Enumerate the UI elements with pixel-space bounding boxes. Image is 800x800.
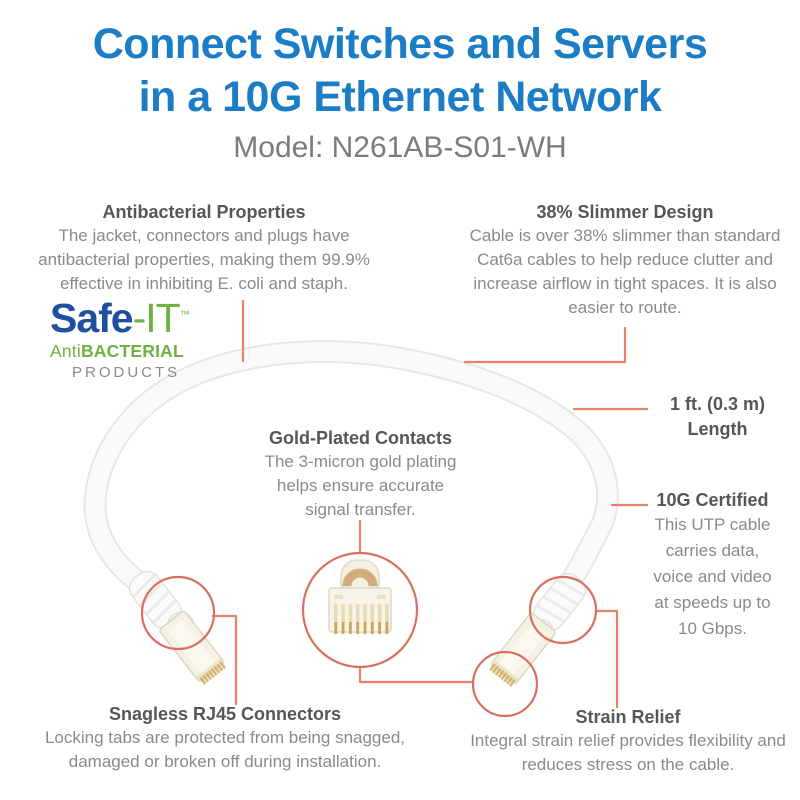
title-line-1: Connect Switches and Servers: [92, 20, 708, 68]
products-wordmark: PRODUCTS: [72, 363, 181, 381]
safe-it-logo: Safe-IT™ AntiBACTERIAL PRODUCTS: [50, 298, 230, 380]
title-line-2: in a 10G Ethernet Network: [138, 73, 662, 121]
latch-band: [342, 568, 378, 587]
callout-antibacterial: Antibacterial Properties The jacket, con…: [20, 200, 388, 296]
gold-pins-right: [489, 663, 516, 687]
callout-body: Locking tabs are protected from being sn…: [44, 728, 406, 771]
callout-title: 1 ft. (0.3 m) Length: [645, 392, 790, 442]
callout-body: Integral strain relief provides flexibil…: [470, 731, 786, 774]
trademark-symbol: ™: [179, 309, 190, 321]
highlight-circle-pins: [471, 650, 539, 718]
cable-loop: [83, 340, 619, 602]
rj45-contacts-inset: [303, 553, 417, 667]
callout-title: Strain Relief: [575, 707, 681, 727]
callout-title: Gold-Plated Contacts: [268, 428, 452, 448]
safe-it-wordmark: Safe-IT™: [50, 295, 190, 341]
gold-pins-front: [334, 604, 389, 634]
callout-body: This UTP cable carries data, voice and v…: [653, 515, 772, 638]
header: Connect Switches and Servers in a 10G Et…: [0, 18, 800, 165]
leader-snagless: [211, 614, 238, 706]
gold-pins-left: [199, 661, 227, 685]
callout-slimmer-design: 38% Slimmer Design Cable is over 38% sli…: [469, 200, 781, 320]
callout-title: Snagless RJ45 Connectors: [108, 704, 342, 724]
callout-title: 10G Certified: [656, 490, 769, 510]
highlight-circle-strain: [528, 575, 598, 645]
leader-strain: [594, 609, 619, 709]
callout-body: Cable is over 38% slimmer than standard …: [469, 226, 781, 317]
callout-gold-contacts: Gold-Plated Contacts The 3-micron gold p…: [253, 426, 468, 522]
page-title: Connect Switches and Servers in a 10G Et…: [0, 18, 800, 124]
callout-title: 38% Slimmer Design: [536, 202, 714, 222]
highlight-circle-snagless: [140, 575, 216, 651]
leader-gold-inset: [358, 666, 475, 684]
callout-length: 1 ft. (0.3 m) Length: [645, 392, 790, 442]
callout-10g-certified: 10G Certified This UTP cable carries dat…: [645, 488, 780, 642]
highlight-circle-contacts: [301, 551, 419, 669]
callout-strain-relief: Strain Relief Integral strain relief pro…: [452, 705, 800, 777]
callout-body: The jacket, connectors and plugs have an…: [38, 226, 370, 293]
callout-snagless: Snagless RJ45 Connectors Locking tabs ar…: [30, 702, 420, 774]
length-label: Length: [687, 419, 748, 439]
callout-body: The 3-micron gold plating helps ensure a…: [264, 452, 457, 519]
callout-title: Antibacterial Properties: [102, 202, 306, 222]
leader-slimmer: [463, 326, 627, 364]
length-value: 1 ft. (0.3 m): [669, 394, 766, 414]
model-number: Model: N261AB-S01-WH: [233, 131, 567, 164]
antibacterial-wordmark: AntiBACTERIAL: [50, 341, 184, 361]
